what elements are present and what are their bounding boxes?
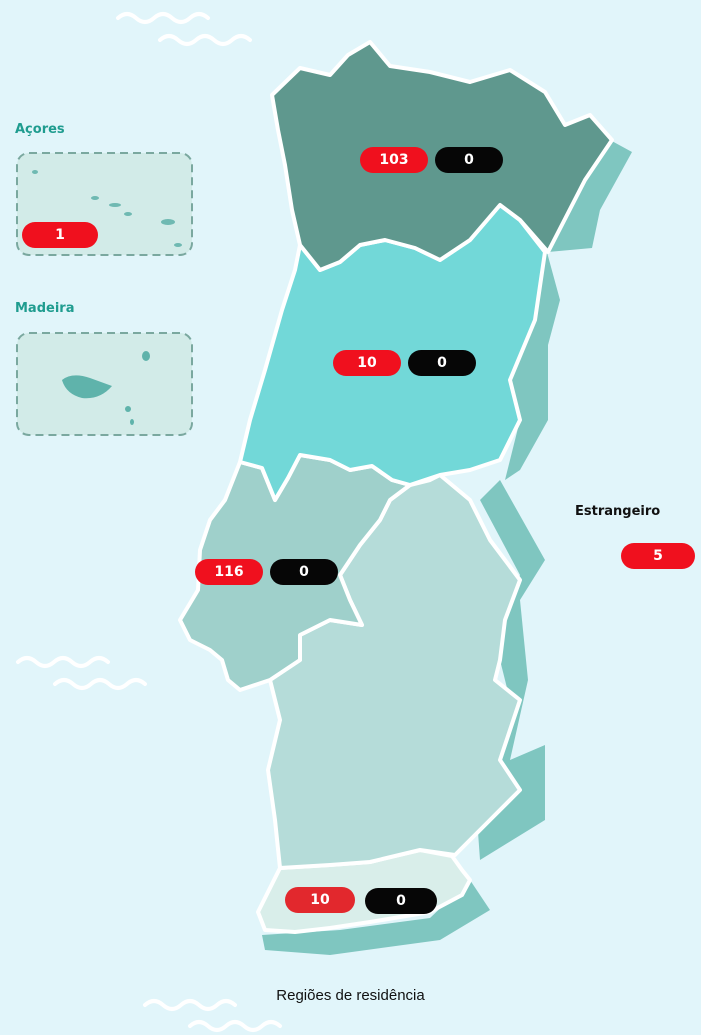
norte-black-count: 0 bbox=[435, 147, 503, 173]
label-madeira: Madeira bbox=[15, 301, 75, 316]
waves-decoration bbox=[16, 12, 282, 1032]
centro-red-count: 10 bbox=[333, 350, 401, 376]
algarve-black-count: 0 bbox=[365, 888, 437, 914]
lisboa-red-count: 116 bbox=[195, 559, 263, 585]
norte-red-count: 103 bbox=[360, 147, 428, 173]
algarve-red-count: 10 bbox=[285, 887, 355, 913]
estrangeiro-red-count: 5 bbox=[621, 543, 695, 569]
centro-black-count: 0 bbox=[408, 350, 476, 376]
acores-red-count: 1 bbox=[22, 222, 98, 248]
lisboa-black-count: 0 bbox=[270, 559, 338, 585]
label-acores: Açores bbox=[15, 122, 65, 137]
label-estrangeiro: Estrangeiro bbox=[575, 504, 661, 519]
map-caption: Regiões de residência bbox=[276, 987, 425, 1004]
inset-madeira bbox=[16, 332, 193, 436]
